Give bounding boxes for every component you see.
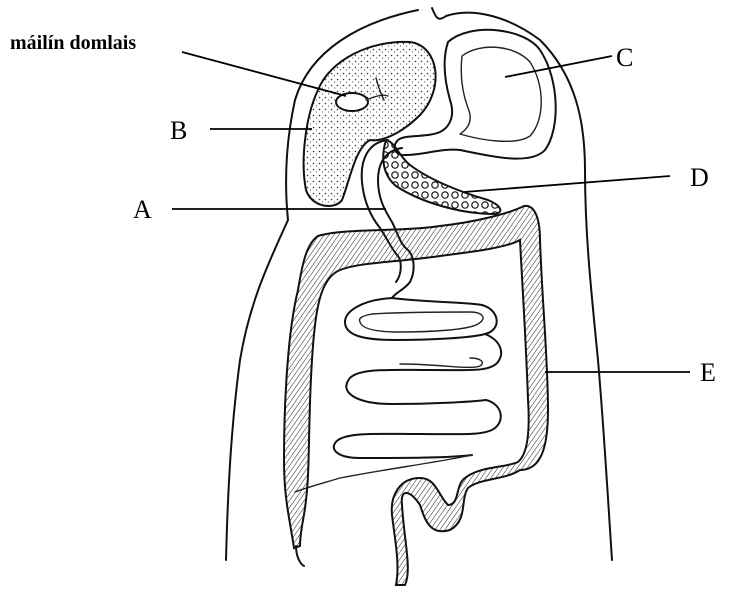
leader-D <box>464 176 670 192</box>
gallbladder-leader <box>182 52 346 96</box>
label-C: C <box>616 43 633 72</box>
large-intestine <box>284 206 548 585</box>
label-D: D <box>690 163 709 192</box>
label-B: B <box>170 116 187 145</box>
leader-C <box>505 56 612 77</box>
appendix <box>296 546 304 566</box>
label-E: E <box>700 358 716 387</box>
label-gallbladder: máilín domlais <box>10 32 136 54</box>
label-A: A <box>133 195 152 224</box>
